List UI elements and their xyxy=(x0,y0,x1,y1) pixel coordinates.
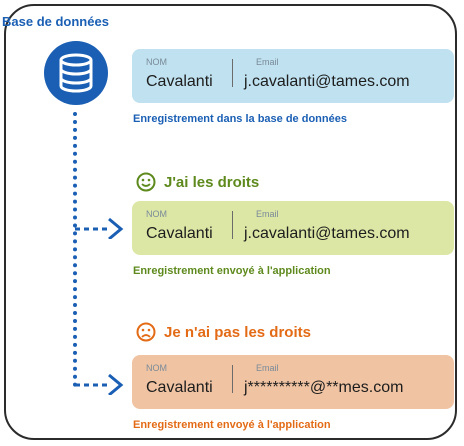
field-divider xyxy=(232,365,233,393)
caption-allowed: Enregistrement envoyé à l'application xyxy=(133,265,331,277)
heading-allowed-text: J'ai les droits xyxy=(164,173,260,191)
heading-denied: Je n'ai pas les droits xyxy=(136,322,311,342)
heading-denied-text: Je n'ai pas les droits xyxy=(164,323,311,341)
field-value-nom: Cavalanti xyxy=(146,73,213,90)
frown-icon xyxy=(136,322,156,342)
field-label-nom: NOM xyxy=(146,363,167,373)
arrow-to-allowed xyxy=(73,215,129,239)
diagram-title: Base de données xyxy=(2,14,109,29)
field-value-email: j.cavalanti@tames.com xyxy=(244,225,410,242)
field-label-nom: NOM xyxy=(146,57,167,67)
field-label-email: Email xyxy=(256,57,279,67)
field-label-email: Email xyxy=(256,363,279,373)
record-card-allowed: NOM Email Cavalanti j.cavalanti@tames.co… xyxy=(132,201,454,255)
field-value-nom: Cavalanti xyxy=(146,225,213,242)
field-value-email: j.cavalanti@tames.com xyxy=(244,73,410,90)
diagram-frame xyxy=(4,4,457,440)
caption-database: Enregistrement dans la base de données xyxy=(133,113,347,125)
field-divider xyxy=(232,59,233,87)
field-value-nom: Cavalanti xyxy=(146,379,213,396)
field-value-email-masked: j**********@**mes.com xyxy=(244,379,404,396)
field-label-nom: NOM xyxy=(146,209,167,219)
arrow-to-denied xyxy=(73,371,129,395)
record-card-denied: NOM Email Cavalanti j**********@**mes.co… xyxy=(132,355,454,409)
flow-line xyxy=(73,112,77,387)
field-divider xyxy=(232,211,233,239)
record-card-database: NOM Email Cavalanti j.cavalanti@tames.co… xyxy=(132,49,454,103)
caption-denied: Enregistrement envoyé à l'application xyxy=(133,419,331,431)
smile-icon xyxy=(136,172,156,192)
database-icon xyxy=(44,41,108,105)
heading-allowed: J'ai les droits xyxy=(136,172,259,192)
field-label-email: Email xyxy=(256,209,279,219)
